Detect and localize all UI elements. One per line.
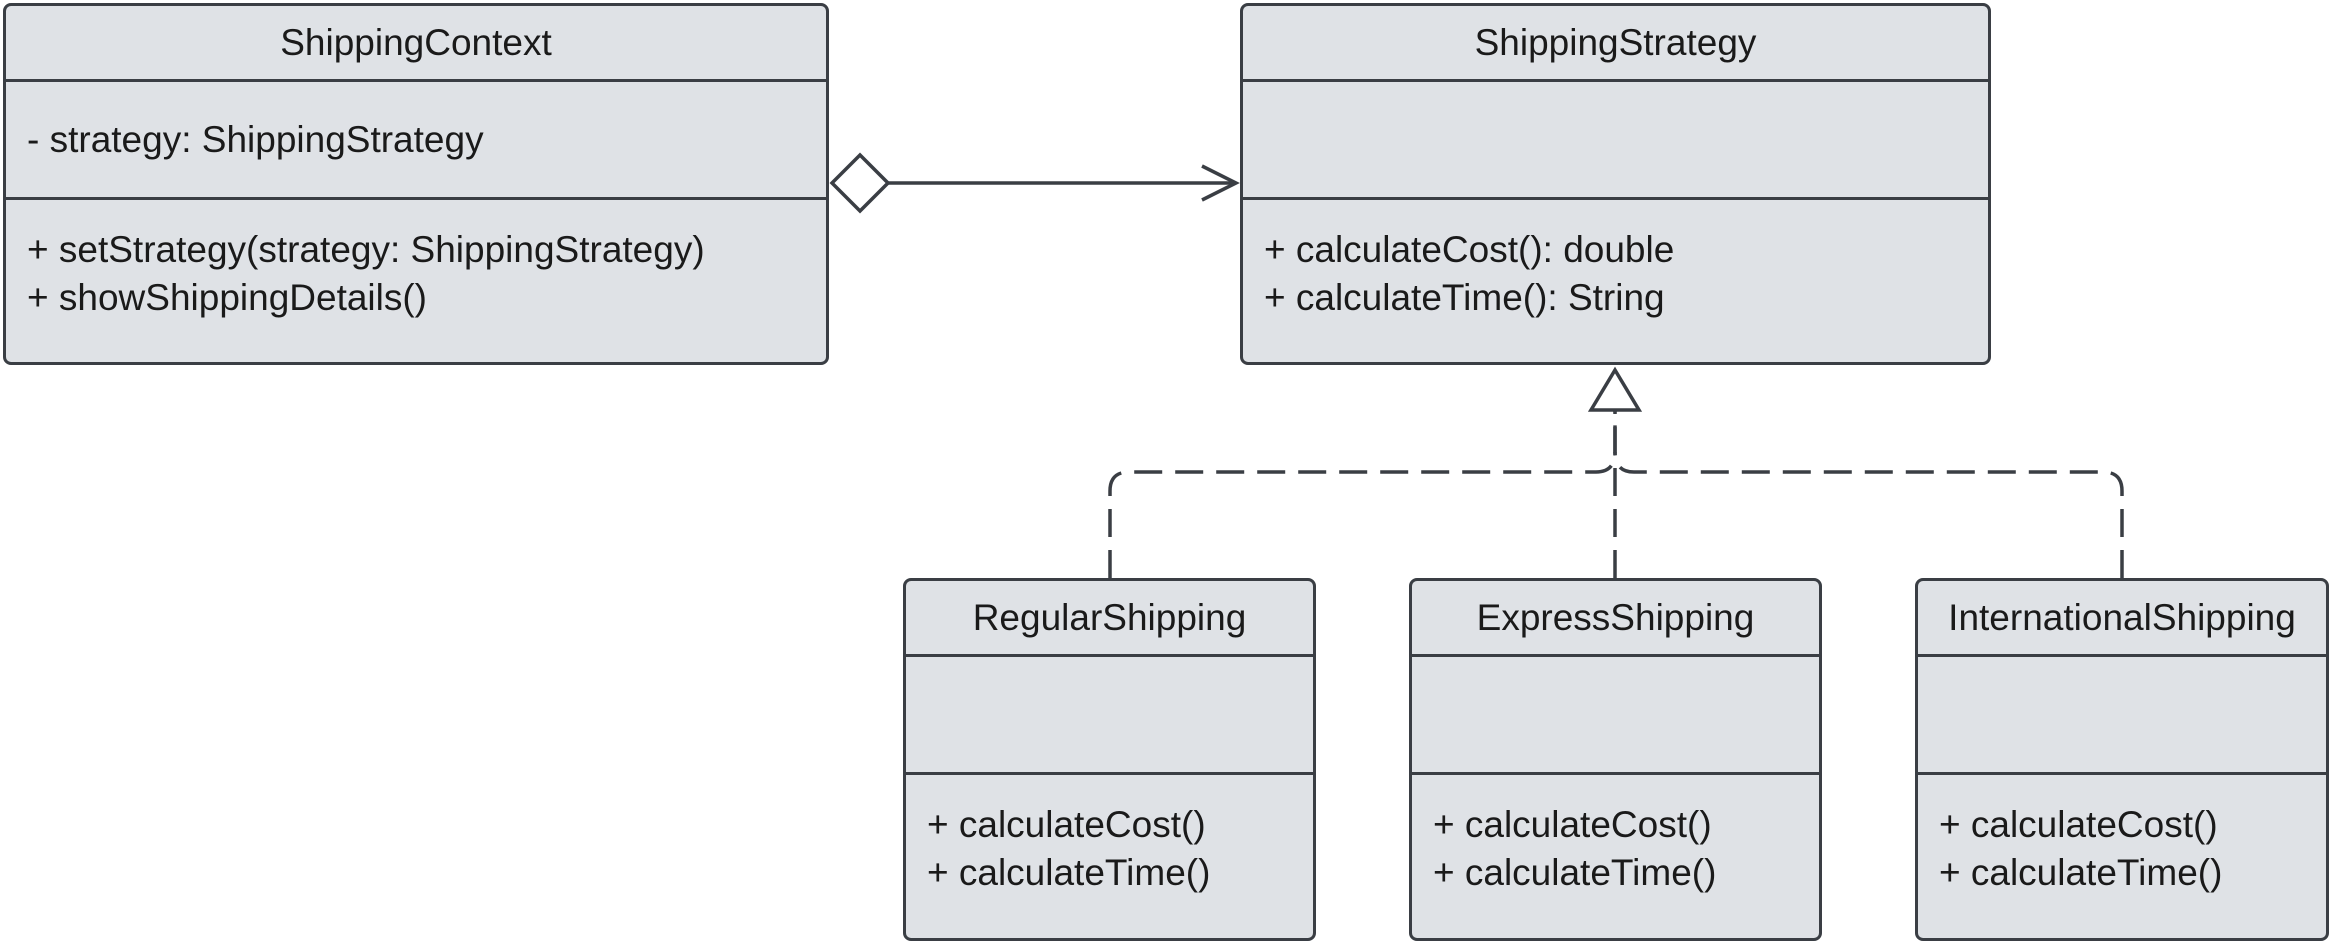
realization-line-international <box>1613 451 2124 578</box>
operation: + calculateCost(): double <box>1264 229 1675 270</box>
operation: + calculateTime(): String <box>1264 277 1665 318</box>
attributes-compartment <box>1243 82 1988 200</box>
class-international-shipping[interactable]: InternationalShipping + calculateCost() … <box>1915 578 2329 941</box>
operation: + calculateTime() <box>927 852 1211 893</box>
class-regular-shipping[interactable]: RegularShipping + calculateCost() + calc… <box>903 578 1316 941</box>
operation: + calculateCost() <box>927 804 1206 845</box>
attributes-compartment <box>906 657 1313 775</box>
class-express-shipping[interactable]: ExpressShipping + calculateCost() + calc… <box>1409 578 1822 941</box>
class-shipping-context[interactable]: ShippingContext - strategy: ShippingStra… <box>3 3 829 365</box>
class-name: ShippingStrategy <box>1243 6 1988 82</box>
class-name: InternationalShipping <box>1918 581 2326 657</box>
operations-compartment: + calculateCost() + calculateTime() <box>1412 775 1819 938</box>
operation: + setStrategy(strategy: ShippingStrategy… <box>27 229 705 270</box>
attribute: - strategy: ShippingStrategy <box>27 118 484 160</box>
realization-triangle <box>1587 366 1643 412</box>
operation: + calculateCost() <box>1433 804 1712 845</box>
realization-connectors <box>1108 410 2124 578</box>
attributes-compartment <box>1412 657 1819 775</box>
aggregation-connector <box>829 152 1240 214</box>
operation: + showShippingDetails() <box>27 277 428 318</box>
operation: + calculateCost() <box>1939 804 2218 845</box>
class-shipping-strategy[interactable]: ShippingStrategy + calculateCost(): doub… <box>1240 3 1991 365</box>
operation: + calculateTime() <box>1433 852 1717 893</box>
operation: + calculateTime() <box>1939 852 2223 893</box>
class-name: ExpressShipping <box>1412 581 1819 657</box>
attributes-compartment: - strategy: ShippingStrategy <box>6 82 826 200</box>
aggregation-arrowhead <box>1201 164 1240 202</box>
class-name: RegularShipping <box>906 581 1313 657</box>
realization-line-regular <box>1108 410 1617 578</box>
operations-compartment: + calculateCost() + calculateTime() <box>1918 775 2326 938</box>
class-name: ShippingContext <box>6 6 826 82</box>
operations-compartment: + calculateCost(): double + calculateTim… <box>1243 200 1988 362</box>
attributes-compartment <box>1918 657 2326 775</box>
aggregation-diamond <box>829 152 891 214</box>
operations-compartment: + setStrategy(strategy: ShippingStrategy… <box>6 200 826 362</box>
operations-compartment: + calculateCost() + calculateTime() <box>906 775 1313 938</box>
